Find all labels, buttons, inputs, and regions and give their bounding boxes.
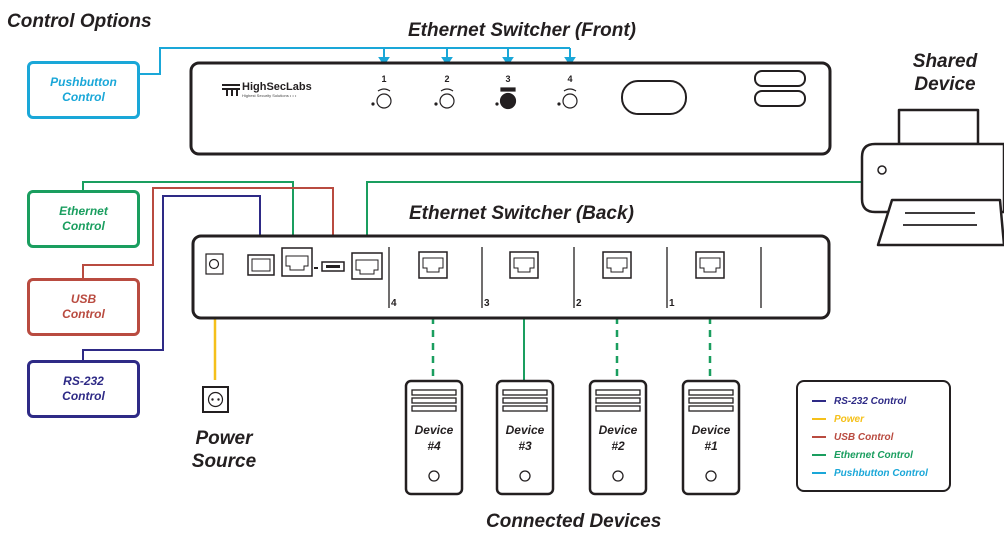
logo-icon: [222, 84, 240, 96]
front-slot-bottom: [754, 90, 806, 107]
legend-item-power: Power: [812, 410, 949, 428]
device-ports: [418, 251, 725, 279]
usb-control-box: USB Control: [27, 278, 140, 336]
ethernet-control-label: Ethernet Control: [59, 204, 108, 233]
front-slot-top: [754, 70, 806, 87]
rs232-control-label: RS-232 Control: [62, 374, 105, 403]
connected-devices-title: Connected Devices: [486, 511, 662, 532]
rs232-control-wire: [82, 195, 261, 362]
legend-label: Power: [834, 413, 865, 425]
front-button-2-label: 2: [444, 74, 450, 84]
back-panel-title: Ethernet Switcher (Back): [409, 203, 634, 224]
back-port-3-number: 3: [484, 298, 490, 309]
legend-item-pushbutton: Pushbutton Control: [812, 464, 949, 482]
usb-control-label: USB Control: [62, 292, 105, 321]
control-options-title: Control Options: [7, 11, 152, 32]
back-port-2-number: 2: [576, 298, 582, 309]
printer-icon: [860, 108, 1004, 247]
device-4-label: Device #4: [414, 423, 454, 453]
rs232-port: [247, 254, 275, 276]
ethernet-control-wire: [82, 181, 294, 248]
back-port-1-number: 1: [669, 298, 675, 309]
legend-item-usb: USB Control: [812, 428, 949, 446]
legend-swatch: [812, 454, 826, 456]
front-button-4-label: 4: [567, 74, 573, 84]
front-button-3-label: 3: [505, 74, 511, 84]
shared-device-title: Shared Device: [912, 51, 978, 95]
pushbutton-control-box: Pushbutton Control: [27, 61, 140, 119]
legend-label: USB Control: [834, 431, 894, 443]
device-2-label: Device #2: [598, 423, 638, 453]
front-panel-title: Ethernet Switcher (Front): [408, 20, 637, 41]
power-source-title: Power Source: [191, 428, 257, 472]
legend-swatch: [812, 418, 826, 420]
tower-details: [411, 389, 734, 482]
pushbutton-wiring: [140, 47, 576, 75]
legend-label: RS-232 Control: [834, 395, 907, 407]
device-towers: [404, 379, 741, 496]
highseclabs-logo: HighSecLabs Highest Security Solutions •…: [222, 82, 312, 98]
logo-subtext: Highest Security Solutions • • •: [242, 93, 297, 98]
legend-item-rs232: RS-232 Control: [812, 392, 949, 410]
legend-swatch: [812, 400, 826, 402]
legend-item-ethernet: Ethernet Control: [812, 446, 949, 464]
pushbutton-control-label: Pushbutton Control: [50, 75, 117, 104]
shared-ethernet-port: [351, 252, 383, 280]
legend-label: Ethernet Control: [834, 449, 913, 461]
display-window: [621, 80, 687, 115]
legend: RS-232 Control Power USB Control Etherne…: [796, 380, 951, 492]
usb-control-wire: [82, 187, 334, 278]
shared-device-wire: [366, 181, 866, 255]
legend-swatch: [812, 436, 826, 438]
port-dividers: [388, 247, 762, 308]
back-port-4-number: 4: [391, 298, 397, 309]
device-1-label: Device #1: [691, 423, 731, 453]
front-button-1-label: 1: [381, 74, 387, 84]
device-3-label: Device #3: [505, 423, 545, 453]
ethernet-control-box: Ethernet Control: [27, 190, 140, 248]
control-ethernet-port: [281, 247, 313, 277]
front-buttons: [371, 87, 578, 110]
legend-swatch: [812, 472, 826, 474]
legend-label: Pushbutton Control: [834, 467, 928, 479]
rs232-control-box: RS-232 Control: [27, 360, 140, 418]
logo-text: HighSecLabs: [242, 81, 312, 93]
